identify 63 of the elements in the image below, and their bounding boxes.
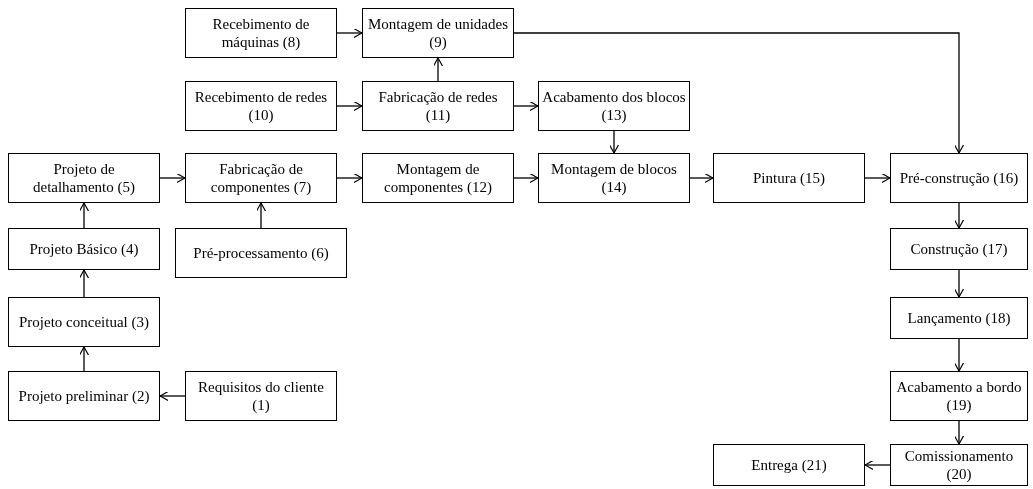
step-label: Projeto preliminar (2) [18, 387, 150, 405]
process-box [890, 228, 1028, 270]
process-box [538, 81, 690, 131]
step-label: Fabricação de redes (11) [377, 88, 499, 124]
step-label: Montagem de componentes (12) [383, 160, 493, 196]
arrow [78, 346, 90, 372]
arrow [78, 202, 90, 229]
step-label: Comissionamento (20) [903, 447, 1015, 483]
step-label: Acabamento dos blocos (13) [542, 88, 686, 124]
arrow [953, 269, 965, 298]
arrow [513, 32, 965, 154]
step-label: Pré-construção (16) [899, 169, 1019, 187]
process-box [8, 228, 160, 270]
step-label: Fabricação de componentes (7) [209, 160, 313, 196]
step-label: Pintura (15) [752, 169, 826, 187]
arrow [513, 172, 539, 184]
process-box [185, 153, 337, 203]
step-label: Construção (17) [910, 240, 1008, 258]
arrow [864, 459, 891, 471]
step-label: Recebimento de máquinas (8) [211, 15, 311, 51]
step-label: Recebimento de redes (10) [193, 88, 329, 124]
arrow [953, 420, 965, 445]
arrow [159, 172, 186, 184]
process-box [538, 153, 690, 203]
arrow [953, 202, 965, 229]
step-label: Projeto Básico (4) [29, 240, 139, 258]
process-box [362, 153, 514, 203]
arrow [432, 57, 444, 82]
step-label: Montagem de blocos (14) [550, 160, 678, 196]
step-label: Pré-processamento (6) [193, 244, 329, 262]
process-box [8, 153, 160, 203]
process-box [362, 81, 514, 131]
arrow [953, 338, 965, 372]
step-label: Montagem de unidades (9) [367, 15, 509, 51]
process-box [890, 371, 1028, 421]
process-box [713, 153, 865, 203]
arrow [255, 202, 267, 229]
process-box [713, 444, 865, 486]
process-box [8, 371, 160, 421]
step-label: Lançamento (18) [907, 309, 1011, 327]
process-box [890, 444, 1028, 486]
step-label: Projeto de detalhamento (5) [31, 160, 136, 196]
arrow [689, 172, 714, 184]
arrow [159, 390, 186, 402]
step-label: Requisitos do cliente (1) [197, 378, 325, 414]
arrow [336, 172, 363, 184]
arrow [336, 27, 363, 39]
arrow [864, 172, 891, 184]
step-label: Entrega (21) [751, 456, 827, 474]
process-box [175, 228, 347, 278]
step-label: Projeto conceitual (3) [19, 313, 149, 331]
arrow [608, 130, 620, 154]
arrow [336, 100, 363, 112]
process-box [185, 81, 337, 131]
step-label: Acabamento a bordo (19) [895, 378, 1023, 414]
process-box [362, 8, 514, 58]
process-box [185, 371, 337, 421]
arrow [78, 269, 90, 298]
process-box [890, 153, 1028, 203]
process-box [8, 297, 160, 347]
arrow [513, 100, 539, 112]
process-box [890, 297, 1028, 339]
process-box [185, 8, 337, 58]
